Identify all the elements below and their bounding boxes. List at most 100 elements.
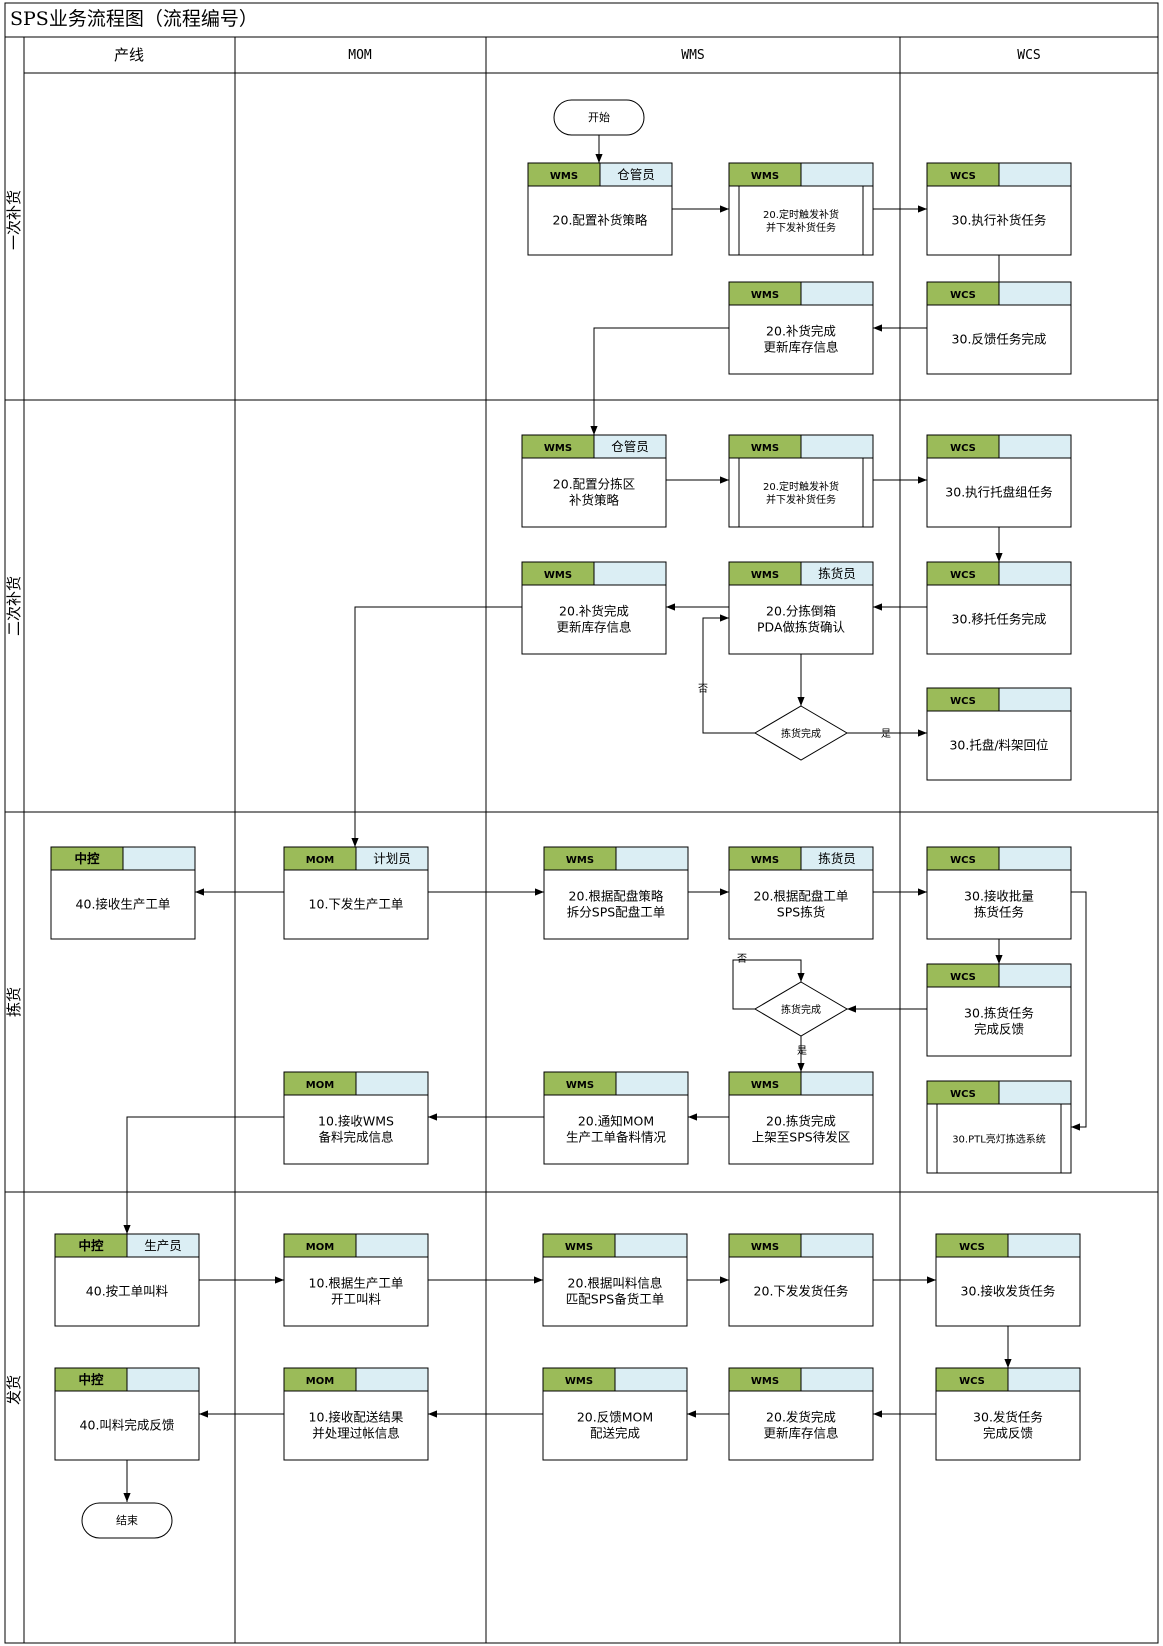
decision-picking-complete-1: 拣货完成 — [754, 705, 848, 761]
box-text-line: 上架至SPS待发区 — [752, 1130, 850, 1145]
box-text-line: 更新库存信息 — [556, 620, 631, 635]
box-system-tag: WMS — [751, 1376, 779, 1387]
box-text-line: 20.发货完成 — [766, 1410, 836, 1425]
box-system-tag: WCS — [950, 570, 976, 581]
box-text-line: 补货策略 — [569, 493, 620, 508]
box-system-tag: WMS — [550, 171, 578, 182]
decision-picking-complete-2: 拣货完成 — [754, 981, 848, 1037]
box-text-line: 更新库存信息 — [763, 340, 838, 355]
box-text-line: 20.根据配盘策略 — [569, 889, 664, 904]
process-box-b11: WCS 30.移托任务完成 — [926, 561, 1072, 655]
start-terminal: 开始 — [553, 99, 645, 136]
box-system-tag: WMS — [751, 443, 779, 454]
box-text-line: 20.根据叫料信息 — [568, 1276, 663, 1291]
lane-label-shipping: 发货 — [5, 1375, 23, 1405]
box-system-tag: WCS — [950, 1089, 976, 1100]
end-terminal: 结束 — [81, 1502, 173, 1539]
box-text-line: 并处理过帐信息 — [312, 1426, 400, 1441]
column-header-mom: MOM — [348, 48, 372, 63]
lane-label-second-replenishment: 二次补货 — [5, 576, 23, 636]
connectors — [123, 135, 1087, 1502]
start-terminal-label: 开始 — [588, 110, 610, 124]
box-text-line: 完成反馈 — [974, 1022, 1024, 1037]
box-text-line: 备料完成信息 — [318, 1130, 393, 1145]
decision-label: 拣货完成 — [781, 727, 821, 740]
branch-label-no-1: 否 — [698, 683, 708, 695]
box-role: 拣货员 — [818, 566, 856, 581]
box-system-tag: WMS — [544, 443, 572, 454]
box-text-line: 10.根据生产工单 — [309, 1276, 404, 1291]
box-text-line: 配送完成 — [590, 1426, 640, 1441]
box-system-tag: MOM — [306, 1242, 334, 1253]
box-text-line: 20.根据配盘工单 — [754, 889, 849, 904]
process-box-b27: WCS 30.接收发货任务 — [935, 1233, 1081, 1327]
box-text-line: 30.发货任务 — [973, 1410, 1043, 1425]
box-text-line: 30.执行托盘组任务 — [945, 485, 1052, 500]
box-system-tag: WCS — [950, 443, 976, 454]
box-system-tag: WMS — [565, 1242, 593, 1253]
box-system-tag: WMS — [751, 570, 779, 581]
box-text-line: 30.执行补货任务 — [952, 213, 1047, 228]
box-system-tag: WMS — [566, 1080, 594, 1091]
box-system-tag: WCS — [950, 171, 976, 182]
box-text-line: 拆分SPS配盘工单 — [567, 905, 665, 920]
box-system-tag: WCS — [950, 290, 976, 301]
box-text-line: 30.接收发货任务 — [961, 1284, 1056, 1299]
box-text-line: SPS拣货 — [777, 905, 825, 920]
box-text-line: 40.接收生产工单 — [76, 897, 171, 912]
box-role: 拣货员 — [818, 851, 856, 866]
box-text-line: 生产工单备料情况 — [566, 1130, 667, 1145]
box-text-line: 拣货任务 — [974, 905, 1024, 920]
box-system-tag: MOM — [306, 1080, 334, 1091]
box-text-line: 10.接收配送结果 — [309, 1410, 404, 1425]
box-system-tag: WCS — [950, 696, 976, 707]
decision-label: 拣货完成 — [781, 1003, 821, 1016]
process-box-b5: WCS 30.反馈任务完成 — [926, 281, 1072, 375]
box-system-tag: MOM — [306, 1376, 334, 1387]
box-text-line: 20.下发发货任务 — [754, 1284, 849, 1299]
box-text-line: 20.反馈MOM — [577, 1410, 653, 1425]
box-role: 生产员 — [144, 1238, 182, 1253]
process-box-b8: WCS 30.执行托盘组任务 — [926, 434, 1072, 528]
box-role: 仓管员 — [617, 167, 655, 182]
box-text-line: 更新库存信息 — [763, 1426, 838, 1441]
process-box-b23: 中控 生产员 40.按工单叫料 — [54, 1233, 200, 1327]
box-text-line: 20.补货完成 — [766, 324, 836, 339]
box-system-tag: MOM — [306, 855, 334, 866]
box-system-tag: 中控 — [78, 1238, 104, 1253]
lane-label-first-replenishment: 一次补货 — [5, 190, 23, 250]
box-text-line: 30.接收批量 — [964, 889, 1034, 904]
box-text-line: 并下发补货任务 — [766, 493, 836, 506]
box-system-tag: WCS — [959, 1242, 985, 1253]
box-text-line: 40.叫料完成反馈 — [80, 1418, 175, 1433]
lane-label-picking: 拣货 — [5, 987, 23, 1017]
box-text-line: 10.下发生产工单 — [309, 897, 404, 912]
box-text-line: 30.移托任务完成 — [952, 612, 1047, 627]
box-role: 计划员 — [373, 851, 411, 866]
box-role: 仓管员 — [611, 439, 649, 454]
box-system-tag: 中控 — [78, 1372, 104, 1387]
box-text-line: 匹配SPS备货工单 — [566, 1292, 664, 1307]
box-text-line: 30.反馈任务完成 — [952, 332, 1047, 347]
box-system-tag: WMS — [544, 570, 572, 581]
box-system-tag: WMS — [565, 1376, 593, 1387]
box-system-tag: WMS — [751, 1242, 779, 1253]
process-box-b28: 中控 40.叫料完成反馈 — [54, 1367, 200, 1461]
box-text-line: 40.按工单叫料 — [86, 1284, 169, 1299]
box-system-tag: WCS — [950, 855, 976, 866]
box-text-line: 20.拣货完成 — [766, 1114, 836, 1129]
box-text-line: 20.通知MOM — [578, 1114, 654, 1129]
box-system-tag: WCS — [950, 972, 976, 983]
box-text-line: 并下发补货任务 — [766, 221, 836, 234]
swimlane-frame — [4, 2, 1159, 1644]
